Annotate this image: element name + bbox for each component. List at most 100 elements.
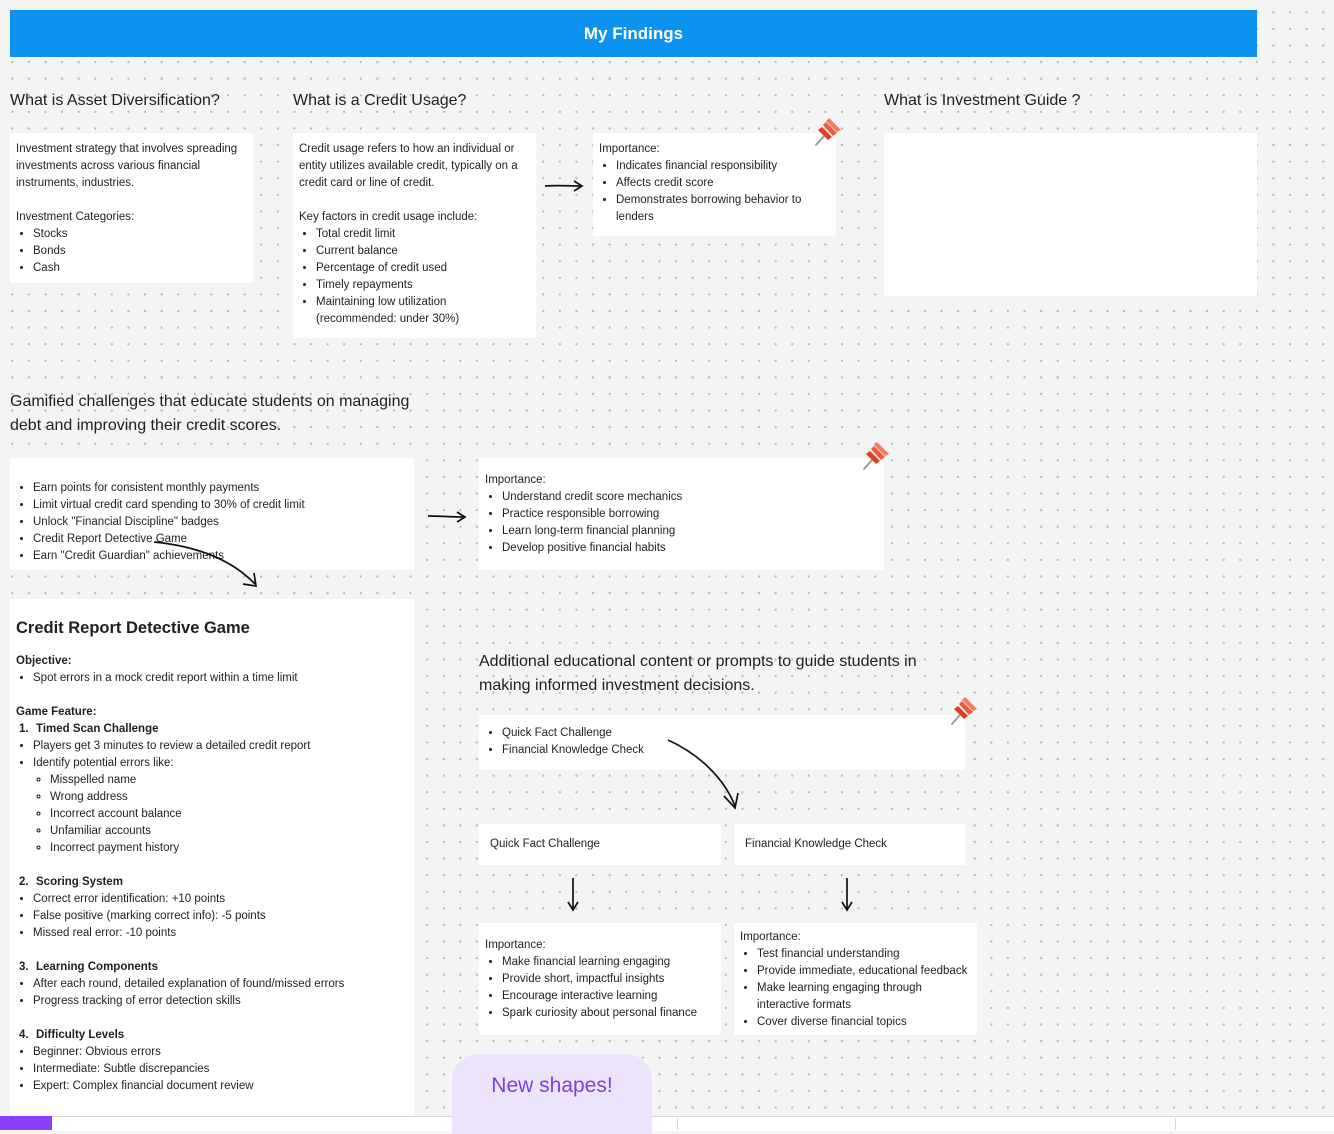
game-timed-list: Players get 3 minutes to review a detail… <box>16 738 408 857</box>
arrow-icon <box>841 878 853 912</box>
list-item: Indicates financial responsibility <box>616 158 830 175</box>
list-item: Earn "Credit Guardian" achievements <box>33 548 408 565</box>
list-item: Bonds <box>33 243 247 260</box>
knowledge-check-importance-label: Importance: <box>740 931 801 943</box>
quick-fact-importance-label: Importance: <box>485 939 546 951</box>
curved-arrow-icon <box>667 739 739 810</box>
list-item: Cover diverse financial topics <box>757 1014 971 1031</box>
arrow-icon <box>544 180 584 192</box>
additional-card[interactable]: Quick Fact Challenge Financial Knowledge… <box>479 715 965 770</box>
new-shapes-badge[interactable]: New shapes! <box>452 1054 652 1134</box>
list-item: Progress tracking of error detection ski… <box>33 993 408 1010</box>
list-item: Develop positive financial habits <box>502 540 878 557</box>
game-objective-label: Objective: <box>16 655 72 667</box>
knowledge-check-importance-list: Test financial understanding Provide imm… <box>740 946 971 1031</box>
list-item: Unfamiliar accounts <box>50 823 408 840</box>
asset-categories-list: Stocks Bonds Cash <box>16 226 247 277</box>
list-item: Credit Report Detective Game <box>33 531 408 548</box>
arrow-icon <box>567 878 579 912</box>
list-item: Limit virtual credit card spending to 30… <box>33 497 408 514</box>
asset-heading: What is Asset Diversification? <box>10 92 220 109</box>
quick-fact-card[interactable]: Quick Fact Challenge <box>479 824 721 865</box>
knowledge-check-title: Financial Knowledge Check <box>745 838 887 850</box>
additional-heading: Additional educational content or prompt… <box>479 653 917 694</box>
list-item: Timely repayments <box>316 277 530 294</box>
knowledge-check-importance-card[interactable]: Importance: Test financial understanding… <box>734 923 977 1035</box>
game-difficulty-list: Beginner: Obvious errors Intermediate: S… <box>16 1044 408 1095</box>
list-item: Encourage interactive learning <box>502 988 715 1005</box>
list-item: Quick Fact Challenge <box>502 725 959 742</box>
list-item: Intermediate: Subtle discrepancies <box>33 1061 408 1078</box>
list-item: Spark curiosity about personal finance <box>502 1005 715 1022</box>
toolbar-accent-button[interactable] <box>0 1116 52 1130</box>
list-item: Make financial learning engaging <box>502 954 715 971</box>
gamified-importance-card[interactable]: Importance: Understand credit score mech… <box>479 458 884 570</box>
game-learning-list: After each round, detailed explanation o… <box>16 976 408 1010</box>
asset-card[interactable]: Investment strategy that involves spread… <box>10 133 253 283</box>
list-item: After each round, detailed explanation o… <box>33 976 408 993</box>
credit-usage-factors-list: Total credit limit Current balance Perce… <box>299 226 530 328</box>
list-item: Unlock "Financial Discipline" badges <box>33 514 408 531</box>
investment-guide-card[interactable] <box>884 133 1257 296</box>
list-item: Beginner: Obvious errors <box>33 1044 408 1061</box>
section-title: Learning Components <box>36 961 159 973</box>
list-item: Wrong address <box>50 789 408 806</box>
list-item: Test financial understanding <box>757 946 971 963</box>
additional-list: Quick Fact Challenge Financial Knowledge… <box>485 725 959 759</box>
list-item: Correct error identification: +10 points <box>33 891 408 908</box>
gamified-card[interactable]: Earn points for consistent monthly payme… <box>10 458 414 570</box>
list-item: Practice responsible borrowing <box>502 506 878 523</box>
credit-importance-list: Indicates financial responsibility Affec… <box>599 158 830 226</box>
section-title: Scoring System <box>36 876 123 888</box>
arrow-icon <box>427 511 467 523</box>
knowledge-check-card[interactable]: Financial Knowledge Check <box>734 824 965 865</box>
list-item: Identify potential errors like: Misspell… <box>33 755 408 857</box>
list-item: Affects credit score <box>616 175 830 192</box>
list-item: Percentage of credit used <box>316 260 530 277</box>
list-item: False positive (marking correct info): -… <box>33 908 408 925</box>
asset-categories-label: Investment Categories: <box>16 211 135 223</box>
list-item: Earn points for consistent monthly payme… <box>33 480 408 497</box>
list-item: Expert: Complex financial document revie… <box>33 1078 408 1095</box>
game-scoring-list: Correct error identification: +10 points… <box>16 891 408 942</box>
section-number: 4. <box>19 1029 29 1041</box>
quick-fact-importance-list: Make financial learning engaging Provide… <box>485 954 715 1022</box>
list-item: Provide short, impactful insights <box>502 971 715 988</box>
section-number: 2. <box>19 876 29 888</box>
game-feature-label: Game Feature: <box>16 706 97 718</box>
list-item: Financial Knowledge Check <box>502 742 959 759</box>
list-item: Total credit limit <box>316 226 530 243</box>
section-title: Timed Scan Challenge <box>36 723 159 735</box>
pushpin-icon[interactable] <box>946 694 980 728</box>
pushpin-icon[interactable] <box>810 115 844 149</box>
curved-arrow-icon <box>153 541 258 588</box>
gamified-importance-label: Importance: <box>485 474 546 486</box>
pushpin-icon[interactable] <box>858 439 892 473</box>
page-title-banner[interactable]: My Findings <box>10 10 1257 57</box>
list-item-text: Identify potential errors like: <box>33 757 174 769</box>
list-item: Learn long-term financial planning <box>502 523 878 540</box>
list-item: Spot errors in a mock credit report with… <box>33 670 408 687</box>
list-item: Maintaining low utilization (recommended… <box>316 294 530 328</box>
credit-usage-card[interactable]: Credit usage refers to how an individual… <box>293 133 536 338</box>
game-section-scoring: 2. Scoring System <box>16 874 408 891</box>
quick-fact-title: Quick Fact Challenge <box>490 838 600 850</box>
game-section-difficulty: 4. Difficulty Levels <box>16 1027 408 1044</box>
list-item: Players get 3 minutes to review a detail… <box>33 738 408 755</box>
bottom-toolbar <box>0 1116 1334 1131</box>
quick-fact-importance-card[interactable]: Importance: Make financial learning enga… <box>479 923 721 1035</box>
game-card[interactable]: Credit Report Detective Game Objective: … <box>10 599 414 1130</box>
new-shapes-label: New shapes! <box>491 1074 613 1097</box>
list-item: Cash <box>33 260 247 277</box>
section-title: Difficulty Levels <box>36 1029 125 1041</box>
list-item: Incorrect account balance <box>50 806 408 823</box>
credit-usage-intro: Credit usage refers to how an individual… <box>299 143 518 189</box>
credit-importance-card[interactable]: Importance: Indicates financial responsi… <box>593 133 836 236</box>
toolbar-divider <box>1175 1118 1176 1130</box>
section-number: 1. <box>19 723 29 735</box>
investment-guide-heading: What is Investment Guide ? <box>884 92 1081 109</box>
list-item: Make learning engaging through interacti… <box>757 980 971 1014</box>
list-item: Understand credit score mechanics <box>502 489 878 506</box>
list-item: Stocks <box>33 226 247 243</box>
toolbar-divider <box>677 1118 678 1130</box>
